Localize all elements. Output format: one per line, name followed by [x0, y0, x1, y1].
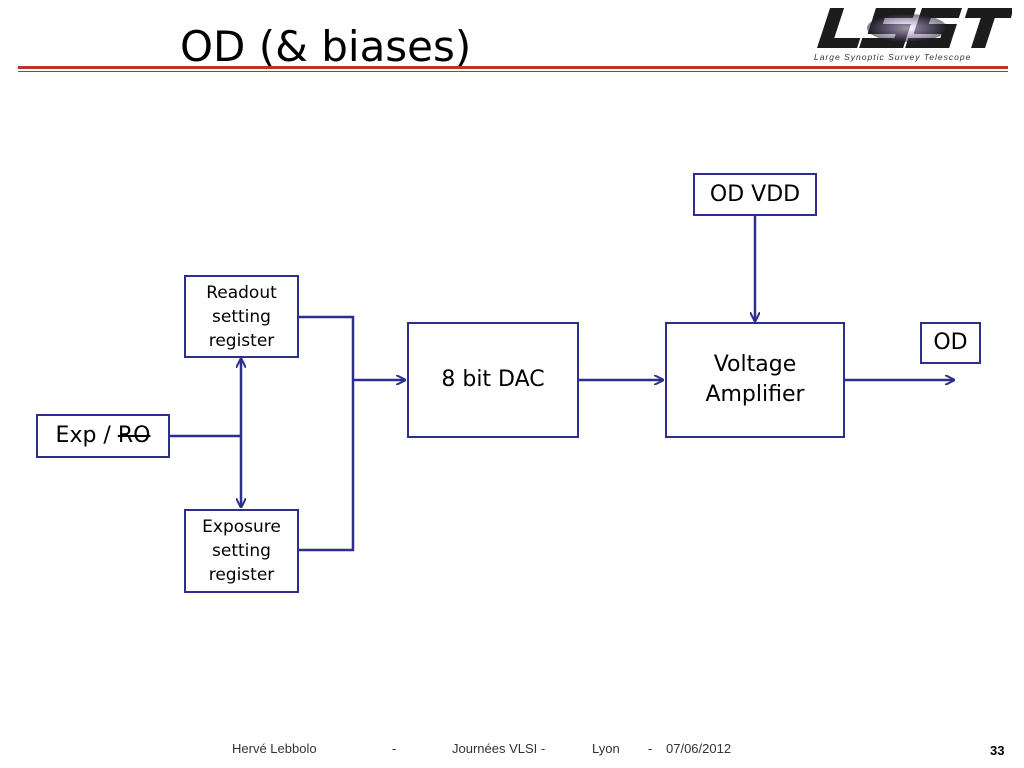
readout-setting-register: Readout setting register: [184, 275, 299, 358]
voltage-amplifier-block: Voltage Amplifier: [665, 322, 845, 438]
exposure-register-line1: Exposure: [202, 517, 281, 537]
od-output-label: OD: [933, 330, 968, 355]
footer-separator-2: -: [648, 741, 653, 756]
readout-to-merge-line: [298, 315, 355, 552]
header-rule: [18, 66, 1008, 69]
dac-label: 8 bit DAC: [441, 367, 545, 392]
footer-author: Hervé Lebbolo: [232, 741, 317, 756]
logo-subtitle: Large Synoptic Survey Telescope: [814, 52, 972, 62]
exposure-setting-register: Exposure setting register: [184, 509, 299, 593]
footer-separator: -: [392, 741, 397, 756]
exp-ro-input: Exp / RO: [36, 414, 170, 458]
footer-date: 07/06/2012: [666, 741, 732, 756]
ro-label: RO: [117, 423, 151, 448]
exp-label: Exp /: [55, 423, 118, 448]
readout-register-line2: setting: [212, 306, 271, 327]
od-output-block: OD: [920, 322, 981, 364]
od-vdd-label: OD VDD: [709, 181, 801, 207]
footer-city: Lyon: [592, 741, 620, 756]
slide-title: OD (& biases): [180, 22, 472, 71]
amplifier-line1: Voltage: [713, 352, 797, 377]
exposure-register-line3: register: [208, 565, 275, 585]
exposure-register-line2: setting: [212, 541, 271, 561]
amplifier-line2: Amplifier: [705, 382, 805, 407]
page-number: 33: [990, 743, 1005, 758]
readout-register-line3: register: [208, 330, 275, 351]
readout-register-line1: Readout: [206, 282, 277, 303]
dac-block: 8 bit DAC: [407, 322, 579, 438]
lsst-logo: [817, 8, 1012, 48]
footer-event: Journées VLSI -: [452, 741, 546, 756]
od-vdd-block: OD VDD: [693, 173, 817, 216]
header-rule-thin: [18, 71, 1008, 72]
